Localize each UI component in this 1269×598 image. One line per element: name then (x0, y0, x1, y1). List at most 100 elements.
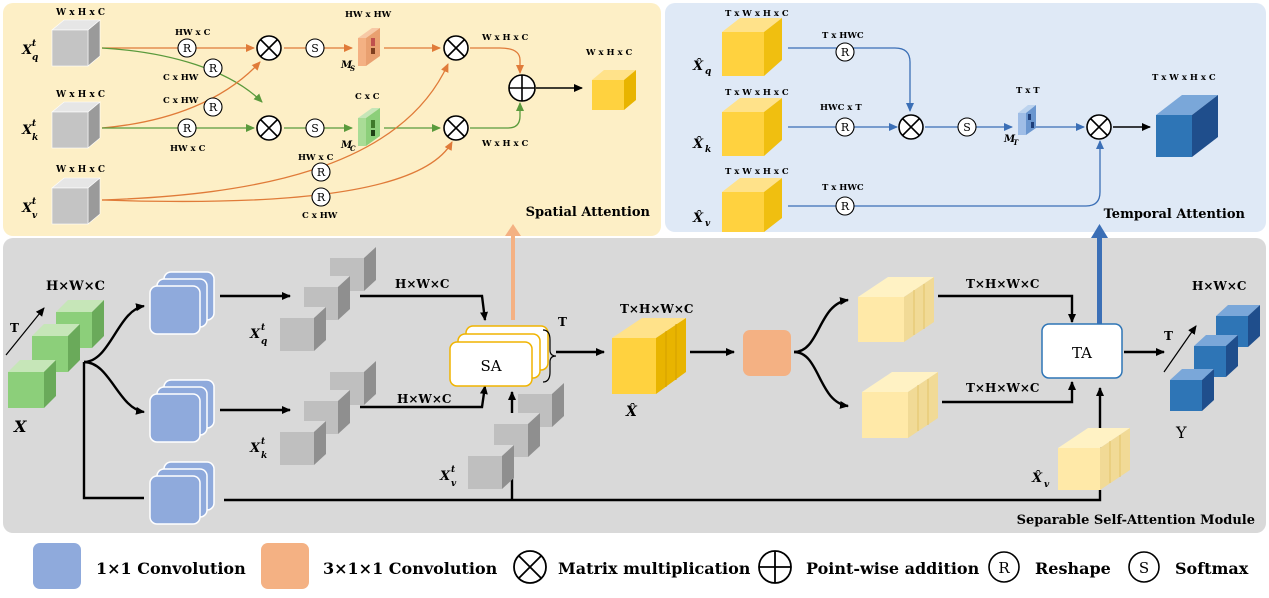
spatial-xk-sup: t (32, 119, 37, 129)
temporal-softmax-icon: S (957, 117, 977, 137)
lbl-whc-bot: W x H x C (481, 139, 529, 149)
spatial-add-icon (508, 74, 536, 102)
lbl-hwxc-1: HW x C (175, 28, 211, 38)
svg-text:R: R (183, 42, 192, 55)
lbl-cxhw-2: C x HW (163, 96, 199, 106)
input-cubes (8, 300, 104, 408)
temporal-attention-title: Temporal Attention (1104, 207, 1246, 222)
gray-stack-q (280, 247, 376, 351)
svg-text:S: S (311, 122, 319, 135)
t-xv-sub: v (705, 219, 711, 229)
output-t-label: T (1164, 329, 1173, 343)
ms-matrix (358, 28, 380, 66)
m-xq-sup: t (261, 323, 266, 333)
sa-brace (542, 329, 557, 383)
spatial-xq-cube (51, 19, 101, 67)
ta-label: TA (1072, 344, 1092, 362)
legend-conv3-swatch (261, 543, 309, 589)
legend-conv3-label: 3×1×1 Convolution (323, 559, 498, 578)
t-lbl-txhwc-2: T x HWC (822, 183, 864, 193)
m-hwc-q: H×W×C (395, 277, 449, 291)
gray-stack-k (280, 361, 376, 465)
mt-matrix (1018, 105, 1036, 135)
mt-sub: T (1013, 138, 1019, 147)
lbl-cxhw-1: C x HW (163, 73, 199, 83)
svg-text:R: R (317, 191, 326, 204)
spatial-attention-panel (3, 3, 661, 236)
ta-to-temporal-link (1097, 232, 1102, 324)
lbl-whc-top: W x H x C (481, 33, 529, 43)
spatial-xk-cube (51, 101, 101, 149)
svg-text:R: R (209, 62, 218, 75)
m-xv-sub: v (451, 479, 457, 489)
yellow-block-top (858, 277, 934, 342)
legend-softmax-label: Softmax (1175, 559, 1249, 578)
xhat-label: X̂ (625, 402, 638, 420)
svg-text:R: R (209, 101, 218, 114)
m-xk-sub: k (261, 451, 267, 461)
yellow-block-bottom (862, 372, 938, 438)
spatial-reshape-icons: R R R R R R (177, 38, 331, 207)
dim-xq: W x H x C (55, 8, 105, 18)
t-xq-sub: q (705, 67, 711, 77)
spatial-xv-label: X (21, 201, 33, 216)
softmax-icon: S (1128, 551, 1160, 583)
temporal-matmul-icons (898, 114, 1112, 140)
m-thwc-top: T×H×W×C (966, 277, 1039, 291)
spatial-xq-label: X (21, 43, 33, 58)
ta-block[interactable] (1041, 323, 1123, 379)
output-y-label: Y (1175, 423, 1187, 442)
legend-matmul-label: Matrix multiplication (558, 559, 751, 578)
conv1-stack-q (149, 271, 215, 335)
xhat-v-sub: v (1044, 480, 1050, 490)
spatial-xq-sub: q (32, 53, 38, 63)
m-thwc-bot: T×H×W×C (966, 381, 1039, 395)
spatial-xk-label: X (21, 123, 33, 138)
svg-text:S: S (963, 121, 971, 134)
svg-text:R: R (317, 166, 326, 179)
t-lbl-txt: T x T (1016, 86, 1040, 96)
m-xq-label: X (249, 327, 261, 342)
conv1-stack-k (149, 379, 215, 443)
t-xv-label: X̂ (692, 210, 704, 226)
temporal-k-block (722, 98, 782, 156)
dim-xk: W x H x C (55, 90, 105, 100)
spatial-xq-sup: t (32, 39, 37, 49)
dim-xv: W x H x C (55, 165, 105, 175)
temporal-output-block (1156, 95, 1218, 157)
spatial-softmax-icons: S S (305, 38, 325, 138)
input-t-label: T (10, 321, 19, 335)
spatial-xv-cube (51, 177, 101, 225)
lbl-hwxc-2: HW x C (170, 144, 206, 154)
sa-block[interactable] (449, 325, 549, 387)
sa-t-label: T (558, 315, 567, 329)
svg-text:R: R (841, 46, 850, 59)
gray-stack-v (468, 383, 564, 489)
m-xv-sup: t (451, 465, 456, 475)
m-thwc-xhat: T×H×W×C (620, 302, 693, 316)
input-x-label: X (13, 417, 27, 436)
t-xk-sub: k (705, 145, 711, 155)
spatial-attention-title: Spatial Attention (526, 205, 651, 220)
temporal-q-block (722, 18, 782, 76)
reshape-icon: R (988, 551, 1020, 583)
svg-text:R: R (841, 121, 850, 134)
legend-conv1-swatch (33, 543, 81, 589)
spatial-matmul-icons (256, 35, 469, 141)
sa-label: SA (480, 357, 501, 375)
matmul-icon (513, 550, 547, 584)
legend-add-label: Point-wise addition (806, 559, 980, 578)
t-xq-label: X̂ (692, 58, 704, 74)
sa-to-spatial-link (511, 232, 515, 320)
m-xk-sup: t (261, 437, 266, 447)
spatial-xv-sup: t (32, 197, 37, 207)
lbl-hwxhw: HW x HW (345, 10, 392, 20)
svg-text:R: R (998, 559, 1010, 577)
svg-text:R: R (841, 200, 850, 213)
temporal-v-block (722, 178, 782, 232)
svg-text:R: R (183, 122, 192, 135)
mt-label: M (1003, 134, 1016, 145)
legend: 1×1 Convolution 3×1×1 Convolution Matrix… (33, 543, 1249, 589)
conv3-block (743, 330, 791, 376)
